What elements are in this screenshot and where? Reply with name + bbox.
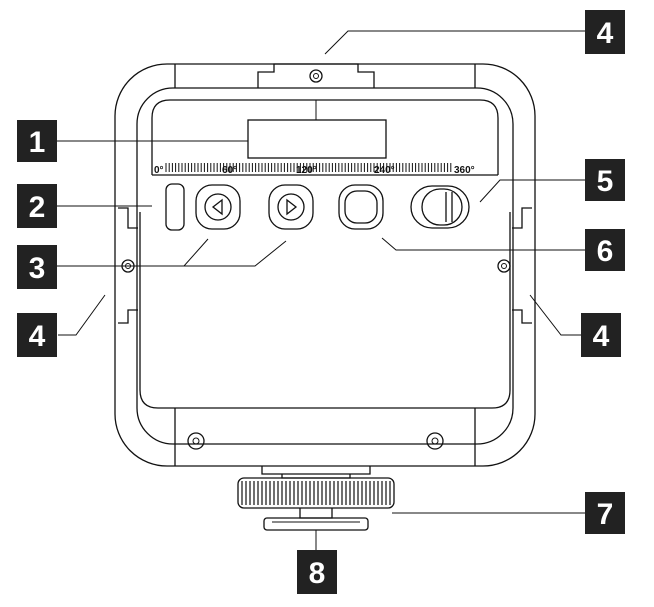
- svg-text:3: 3: [29, 252, 46, 285]
- front-panel: [139, 99, 511, 444]
- callout-2: 2: [17, 184, 57, 228]
- triangle-right-icon: [286, 198, 298, 216]
- bottom-mount: [237, 466, 395, 531]
- right-side-mount: [497, 207, 532, 324]
- callout-8: 8: [297, 550, 337, 594]
- svg-text:8: 8: [309, 557, 326, 590]
- scale-label-360: 360°: [454, 165, 475, 176]
- scale-label-240: 240°: [374, 165, 395, 176]
- svg-text:5: 5: [597, 165, 614, 198]
- light-housing: [114, 63, 536, 467]
- mode-button[interactable]: [338, 184, 384, 230]
- scale-label-120: 120°: [296, 165, 317, 176]
- svg-text:4: 4: [593, 320, 610, 353]
- leader-lines: [57, 30, 585, 550]
- callout-4-left: 4: [17, 313, 57, 357]
- power-switch[interactable]: [410, 185, 470, 229]
- degree-scale: 0° 60° 120° 240° 360°: [154, 163, 475, 176]
- svg-text:1: 1: [29, 126, 46, 159]
- previous-button[interactable]: [195, 184, 241, 230]
- scale-label-0: 0°: [154, 165, 164, 176]
- callout-5: 5: [585, 159, 625, 201]
- callout-1: 1: [17, 120, 57, 162]
- svg-text:4: 4: [29, 320, 46, 353]
- usb-c-port: [165, 183, 185, 231]
- bottom-screw-right: [426, 432, 444, 450]
- callout-6: 6: [585, 229, 625, 271]
- triangle-left-icon: [211, 198, 223, 216]
- svg-text:2: 2: [29, 191, 46, 224]
- top-cold-shoe-mount: [257, 63, 375, 88]
- bottom-screw-left: [187, 432, 205, 450]
- display-screen: [247, 119, 387, 159]
- callout-7: 7: [585, 492, 625, 534]
- scale-label-60: 60°: [222, 165, 237, 176]
- next-button[interactable]: [268, 184, 314, 230]
- svg-text:4: 4: [597, 17, 614, 50]
- callout-4-right: 4: [581, 313, 621, 357]
- svg-text:6: 6: [597, 235, 614, 268]
- svg-text:7: 7: [597, 498, 614, 531]
- callout-3: 3: [17, 245, 57, 289]
- callout-4-top: 4: [585, 10, 625, 54]
